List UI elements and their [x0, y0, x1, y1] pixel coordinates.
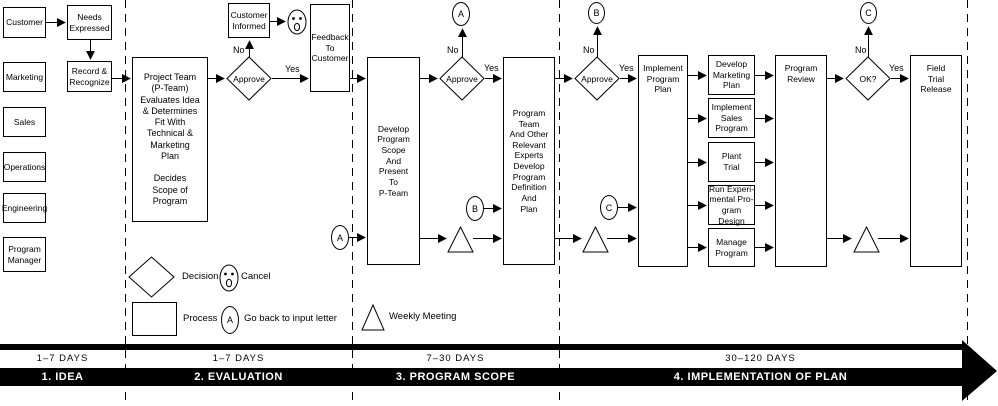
no-label: No	[233, 45, 245, 55]
field-trial-release-box: Field Trial Release	[910, 55, 962, 267]
weekly-meeting-icon	[853, 225, 880, 253]
timeline-top-bar	[0, 344, 962, 350]
lane-customer: Customer	[3, 7, 46, 38]
no-label: No	[855, 45, 867, 55]
approve-decision-evaluation: Approve	[226, 56, 272, 101]
approve-label: Approve	[581, 73, 613, 84]
needs-expressed-box: Needs Expressed	[67, 5, 112, 40]
yes-label: Yes	[285, 64, 300, 74]
phase-1-name: 1. IDEA	[0, 368, 125, 386]
approve-label: Approve	[446, 73, 478, 84]
cancel-icon	[287, 9, 307, 35]
lane-marketing: Marketing	[3, 62, 46, 92]
flow-arrows	[46, 17, 909, 252]
legend-go-back-icon: A	[221, 306, 239, 334]
connector-c-circle: C	[860, 2, 877, 24]
lane-sales: Sales	[3, 107, 46, 137]
connector-a-circle: A	[452, 2, 470, 26]
phase-3-name: 3. PROGRAM SCOPE	[352, 368, 559, 386]
phase-1-days: 1–7 DAYS	[36, 353, 89, 364]
phase-4-name: 4. IMPLEMENTATION OF PLAN	[559, 368, 962, 386]
plant-trial-box: Plant Trial	[708, 142, 755, 182]
connector-a-circle: A	[331, 225, 349, 250]
no-label: No	[583, 45, 595, 55]
develop-marketing-plan-box: Develop Marketing Plan	[708, 55, 755, 95]
program-team-box: Program Team And Other Relevant Experts …	[503, 57, 555, 265]
approve-decision-scope: Approve	[439, 56, 485, 101]
legend-process-icon	[132, 302, 177, 336]
yes-label: Yes	[889, 63, 904, 73]
lane-engineering: Engineering	[2, 193, 47, 223]
lane-program-manager: Program Manager	[3, 237, 46, 272]
legend-go-back-label: Go back to input letter	[244, 313, 337, 324]
legend-weekly-meeting-label: Weekly Meeting	[389, 311, 457, 322]
phase-4-days: 30–120 DAYS	[725, 353, 796, 364]
phase-3-days: 7–30 DAYS	[426, 353, 485, 364]
no-label: No	[447, 45, 459, 55]
weekly-meeting-icon	[582, 225, 609, 253]
lane-operations: Operations	[3, 152, 46, 182]
customer-informed-box: Customer Informed	[228, 3, 270, 38]
approve-label: Approve	[233, 73, 265, 84]
develop-program-scope-box: Develop Program Scope And Present To P-T…	[367, 57, 420, 265]
legend-decision-icon	[128, 256, 175, 298]
ok-decision: OK?	[845, 56, 891, 101]
approve-decision-implementation: Approve	[574, 56, 620, 101]
connector-b-circle: B	[588, 2, 605, 24]
implement-program-plan-box: Implement Program Plan	[638, 55, 688, 267]
implement-sales-program-box: Implement Sales Program	[708, 98, 755, 138]
yes-label: Yes	[619, 63, 634, 73]
timeline-arrowhead	[962, 340, 997, 401]
legend-cancel-icon	[219, 264, 239, 292]
connector-b-circle: B	[466, 196, 484, 221]
weekly-meeting-legend-icon	[361, 303, 385, 331]
program-review-box: Program Review	[775, 55, 827, 267]
project-team-box: Project Team (P-Team) Evaluates Idea & D…	[132, 57, 208, 222]
phase-divider-lines	[125, 0, 968, 402]
legend-decision-label: Decision	[182, 271, 219, 282]
legend-cancel-label: Cancel	[241, 271, 271, 282]
manage-program-box: Manage Program	[708, 228, 755, 267]
record-recognize-box: Record & Recognize	[67, 61, 112, 92]
legend-process-label: Process	[183, 313, 218, 324]
yes-label: Yes	[484, 63, 499, 73]
connector-c-circle: C	[600, 195, 618, 220]
feedback-to-customer-box: Feedback To Customer	[310, 4, 350, 92]
phase-2-days: 1–7 DAYS	[212, 353, 265, 364]
weekly-meeting-icon	[447, 225, 474, 253]
ok-label: OK?	[859, 73, 877, 84]
phase-2-name: 2. EVALUATION	[125, 368, 352, 386]
run-experimental-program-design-box: Run Experi- mental Pro- gram Design	[708, 183, 755, 226]
